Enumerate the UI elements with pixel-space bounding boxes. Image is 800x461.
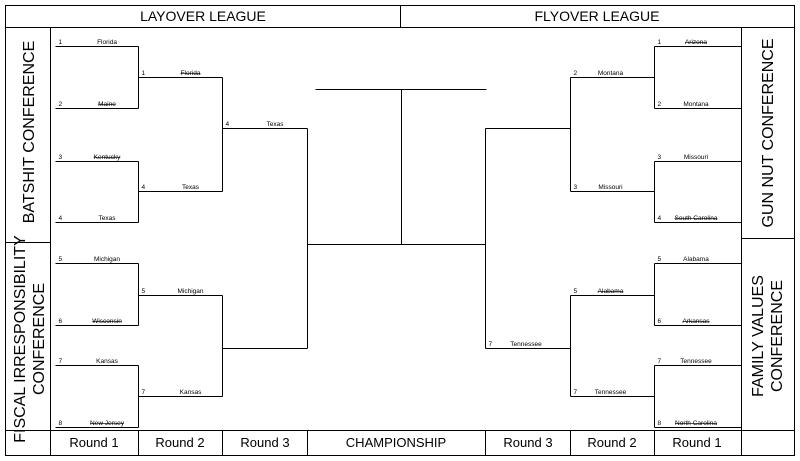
right-r1-team: Montana <box>683 101 709 108</box>
left-r1-seed: 7 <box>59 358 63 365</box>
right-r1-team: Arizona <box>685 39 707 46</box>
left-r2-seed: 1 <box>142 70 146 77</box>
left-r1-team: Kansas <box>96 358 118 365</box>
round-label-left-1: Round 1 <box>69 435 118 450</box>
left-r2-team: Texas <box>182 184 200 191</box>
right-r1-seed: 2 <box>658 101 662 108</box>
conference-bottom-right-line1: FAMILY VALUES <box>750 275 767 397</box>
right-league-title: FLYOVER LEAGUE <box>534 8 659 24</box>
round-label-right-3: Round 3 <box>503 435 552 450</box>
left-r1-seed: 2 <box>59 101 63 108</box>
right-r1-team: North Carolina <box>675 420 717 427</box>
left-r2-seed: 4 <box>142 184 146 191</box>
round-label-right-2: Round 2 <box>587 435 636 450</box>
bracket-lines <box>55 46 742 428</box>
left-r2-team: Florida <box>181 70 201 77</box>
right-r2-team: Alabama <box>598 288 624 295</box>
right-r1-seed: 4 <box>658 215 662 222</box>
right-r1-team: Arkansas <box>682 318 710 325</box>
round-dividers <box>50 430 742 456</box>
right-r2-seed: 7 <box>574 389 578 396</box>
right-r2-team: Tennessee <box>595 389 627 396</box>
left-r1-seed: 3 <box>59 154 63 161</box>
left-r2-team: Kansas <box>180 389 202 396</box>
right-r2-team: Missouri <box>598 184 622 191</box>
right-r1-team: Tennessee <box>680 358 712 365</box>
frame <box>5 5 795 456</box>
left-r1-seed: 6 <box>59 318 63 325</box>
left-r2-seed: 7 <box>142 389 146 396</box>
conference-top-left: BATSHIT CONFERENCE <box>21 41 38 224</box>
left-league-title: LAYOVER LEAGUE <box>140 8 266 24</box>
round-label-championship: CHAMPIONSHIP <box>346 435 446 450</box>
right-r1-seed: 5 <box>658 256 662 263</box>
left-r2-team: Michigan <box>177 288 203 295</box>
round-label-left-3: Round 3 <box>240 435 289 450</box>
right-r1-team: South Carolina <box>675 215 718 222</box>
left-r1-team: Kentucky <box>94 154 121 161</box>
right-r3-team: Tennessee <box>510 341 542 348</box>
left-r3-team: Texas <box>267 121 285 128</box>
conference-top-right: GUN NUT CONFERENCE <box>760 38 777 227</box>
left-r1-seed: 5 <box>59 256 63 263</box>
right-r1-seed: 8 <box>658 420 662 427</box>
conference-bottom-left-line2: CONFERENCE <box>31 283 48 395</box>
left-r1-team: Maine <box>98 101 116 108</box>
right-r2-seed: 5 <box>574 288 578 295</box>
left-r1-team: Texas <box>99 215 117 222</box>
left-r1-team: Florida <box>97 39 117 46</box>
right-r1-seed: 1 <box>658 39 662 46</box>
left-r2-seed: 5 <box>142 288 146 295</box>
left-r3-seed: 4 <box>226 121 230 128</box>
right-r1-team: Missouri <box>684 154 708 161</box>
conference-bottom-left-line1: FISCAL IRRESPONSIBILITY <box>12 235 29 443</box>
right-r1-seed: 3 <box>658 154 662 161</box>
left-r1-team: New Jersey <box>90 420 125 427</box>
right-r2-seed: 2 <box>574 70 578 77</box>
right-r2-seed: 3 <box>574 184 578 191</box>
conference-bottom-right-line2: CONFERENCE <box>769 280 786 392</box>
left-r1-seed: 4 <box>59 215 63 222</box>
left-r1-seed: 1 <box>59 39 63 46</box>
right-r3-seed: 7 <box>489 341 493 348</box>
right-r2-team: Montana <box>598 70 624 77</box>
left-r1-team: Wisconsin <box>92 318 122 325</box>
round-label-right-1: Round 1 <box>672 435 721 450</box>
left-r1-team: Michigan <box>94 256 120 263</box>
left-r1-seed: 8 <box>59 420 63 427</box>
right-r1-seed: 7 <box>658 358 662 365</box>
right-r1-seed: 6 <box>658 318 662 325</box>
right-r1-team: Alabama <box>683 256 709 263</box>
round-label-left-2: Round 2 <box>155 435 204 450</box>
